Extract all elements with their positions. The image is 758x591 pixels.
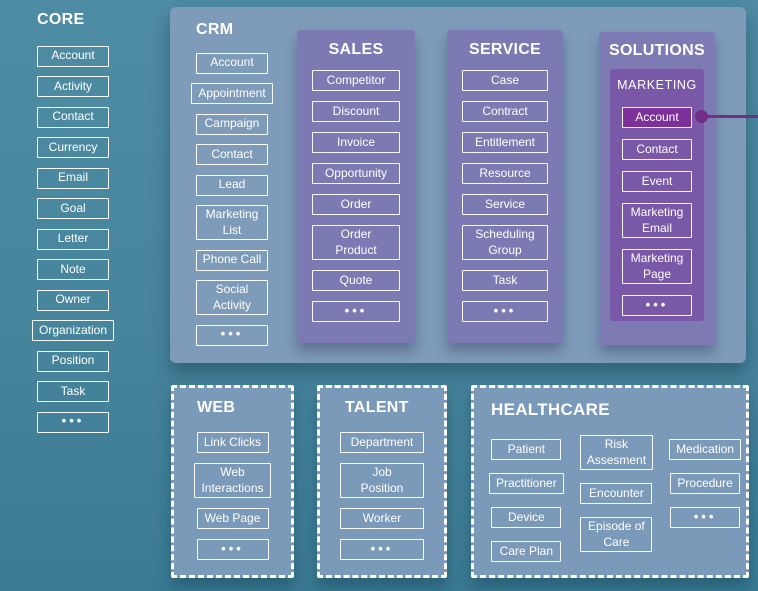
solutions-title: SOLUTIONS <box>608 42 706 59</box>
entity-box: Invoice <box>312 132 400 153</box>
entity-box: Opportunity <box>312 163 400 184</box>
entity-box: Position <box>37 350 109 372</box>
connector-dot <box>695 110 708 123</box>
entity-box: Account <box>196 52 268 74</box>
more-entities-box: ••• <box>312 301 400 323</box>
entity-box: Department <box>340 432 424 453</box>
entity-box: Appointment <box>191 83 273 104</box>
healthcare-panel: HEALTHCARE Patient Practitioner Device C… <box>471 385 749 578</box>
healthcare-column: Medication Procedure ••• <box>669 435 742 528</box>
more-entities-box: ••• <box>196 324 268 346</box>
web-title: WEB <box>197 399 236 416</box>
more-entities-box: ••• <box>340 539 424 561</box>
more-entities-box: ••• <box>196 539 269 561</box>
entity-box: Medication <box>669 439 742 460</box>
entity-box: Discount <box>312 101 400 122</box>
marketing-panel: MARKETING Account Contact Event Marketin… <box>610 69 704 321</box>
entity-box: Marketing Page <box>622 249 692 285</box>
more-entities-box: ••• <box>462 301 548 323</box>
entity-box: Task <box>37 381 109 402</box>
healthcare-title: HEALTHCARE <box>491 400 610 419</box>
sales-title: SALES <box>328 41 384 58</box>
service-title: SERVICE <box>468 41 542 58</box>
entity-box: Job Position <box>340 463 424 499</box>
entity-box: Account <box>37 45 109 67</box>
entity-box: Scheduling Group <box>462 225 548 261</box>
entity-box-account-highlighted: Account <box>622 107 692 128</box>
entity-box: Entitlement <box>462 132 548 153</box>
entity-box: Worker <box>340 508 424 530</box>
entity-box: Encounter <box>580 483 653 505</box>
healthcare-columns: Patient Practitioner Device Care Plan Ri… <box>489 435 746 562</box>
entity-box: Owner <box>37 289 109 311</box>
entity-box: Competitor <box>312 70 400 91</box>
entity-box: Note <box>37 259 109 280</box>
entity-box: Order <box>312 194 400 215</box>
entity-box: Web Page <box>196 508 269 530</box>
sales-panel: SALES Competitor Discount Invoice Opport… <box>297 30 415 343</box>
entity-box: Risk Assesment <box>579 435 654 471</box>
entity-box: Contact <box>196 144 268 165</box>
entity-box: Device <box>491 507 562 528</box>
entity-box: Contact <box>37 106 109 128</box>
core-title: CORE <box>37 11 85 28</box>
entity-box: Order Product <box>312 225 400 261</box>
solutions-panel: SOLUTIONS MARKETING Account Contact Even… <box>599 32 715 345</box>
entity-box: Activity <box>37 76 109 97</box>
crm-group: CRM Account Appointment Campaign Contact… <box>191 21 273 346</box>
entity-box: Marketing List <box>196 205 268 241</box>
marketing-title: MARKETING <box>617 78 697 92</box>
healthcare-column: Patient Practitioner Device Care Plan <box>489 435 564 562</box>
entity-box: Event <box>622 171 692 192</box>
more-entities-box: ••• <box>670 507 741 528</box>
entity-box: Practitioner <box>489 473 564 494</box>
entity-box: Task <box>462 270 548 292</box>
entity-box: Procedure <box>670 473 741 494</box>
service-panel: SERVICE Case Contract Entitlement Resour… <box>447 30 563 343</box>
web-panel: WEB Link Clicks Web Interactions Web Pag… <box>171 385 294 578</box>
connector-line <box>702 115 758 118</box>
entity-box: Letter <box>37 228 109 250</box>
entity-box: Contract <box>462 101 548 122</box>
entity-box: Web Interactions <box>194 463 271 499</box>
entity-box: Service <box>462 194 548 215</box>
entity-box: Episode of Care <box>580 517 653 553</box>
entity-box: Social Activity <box>196 280 268 316</box>
entity-box: Link Clicks <box>196 432 269 453</box>
more-entities-box: ••• <box>622 295 692 317</box>
healthcare-column: Risk Assesment Encounter Episode of Care <box>579 435 654 553</box>
entity-box: Currency <box>37 137 109 158</box>
core-group: CORE Account Activity Contact Currency E… <box>31 11 115 433</box>
more-entities-box: ••• <box>37 411 109 433</box>
entity-box: Marketing Email <box>622 203 692 239</box>
crm-title: CRM <box>196 21 234 38</box>
entity-box: Organization <box>31 320 115 341</box>
entity-box: Care Plan <box>491 541 562 562</box>
entity-box: Phone Call <box>195 249 269 271</box>
entity-box: Quote <box>312 270 400 292</box>
entity-box: Lead <box>196 174 268 196</box>
entity-box: Campaign <box>196 113 268 135</box>
entity-box: Goal <box>37 198 109 219</box>
entity-box: Patient <box>491 439 562 460</box>
talent-panel: TALENT Department Job Position Worker ••… <box>317 385 447 578</box>
entity-box: Contact <box>622 139 692 160</box>
entity-box: Case <box>462 70 548 91</box>
entity-box: Email <box>37 167 109 189</box>
entity-box: Resource <box>462 163 548 184</box>
talent-title: TALENT <box>345 399 409 416</box>
